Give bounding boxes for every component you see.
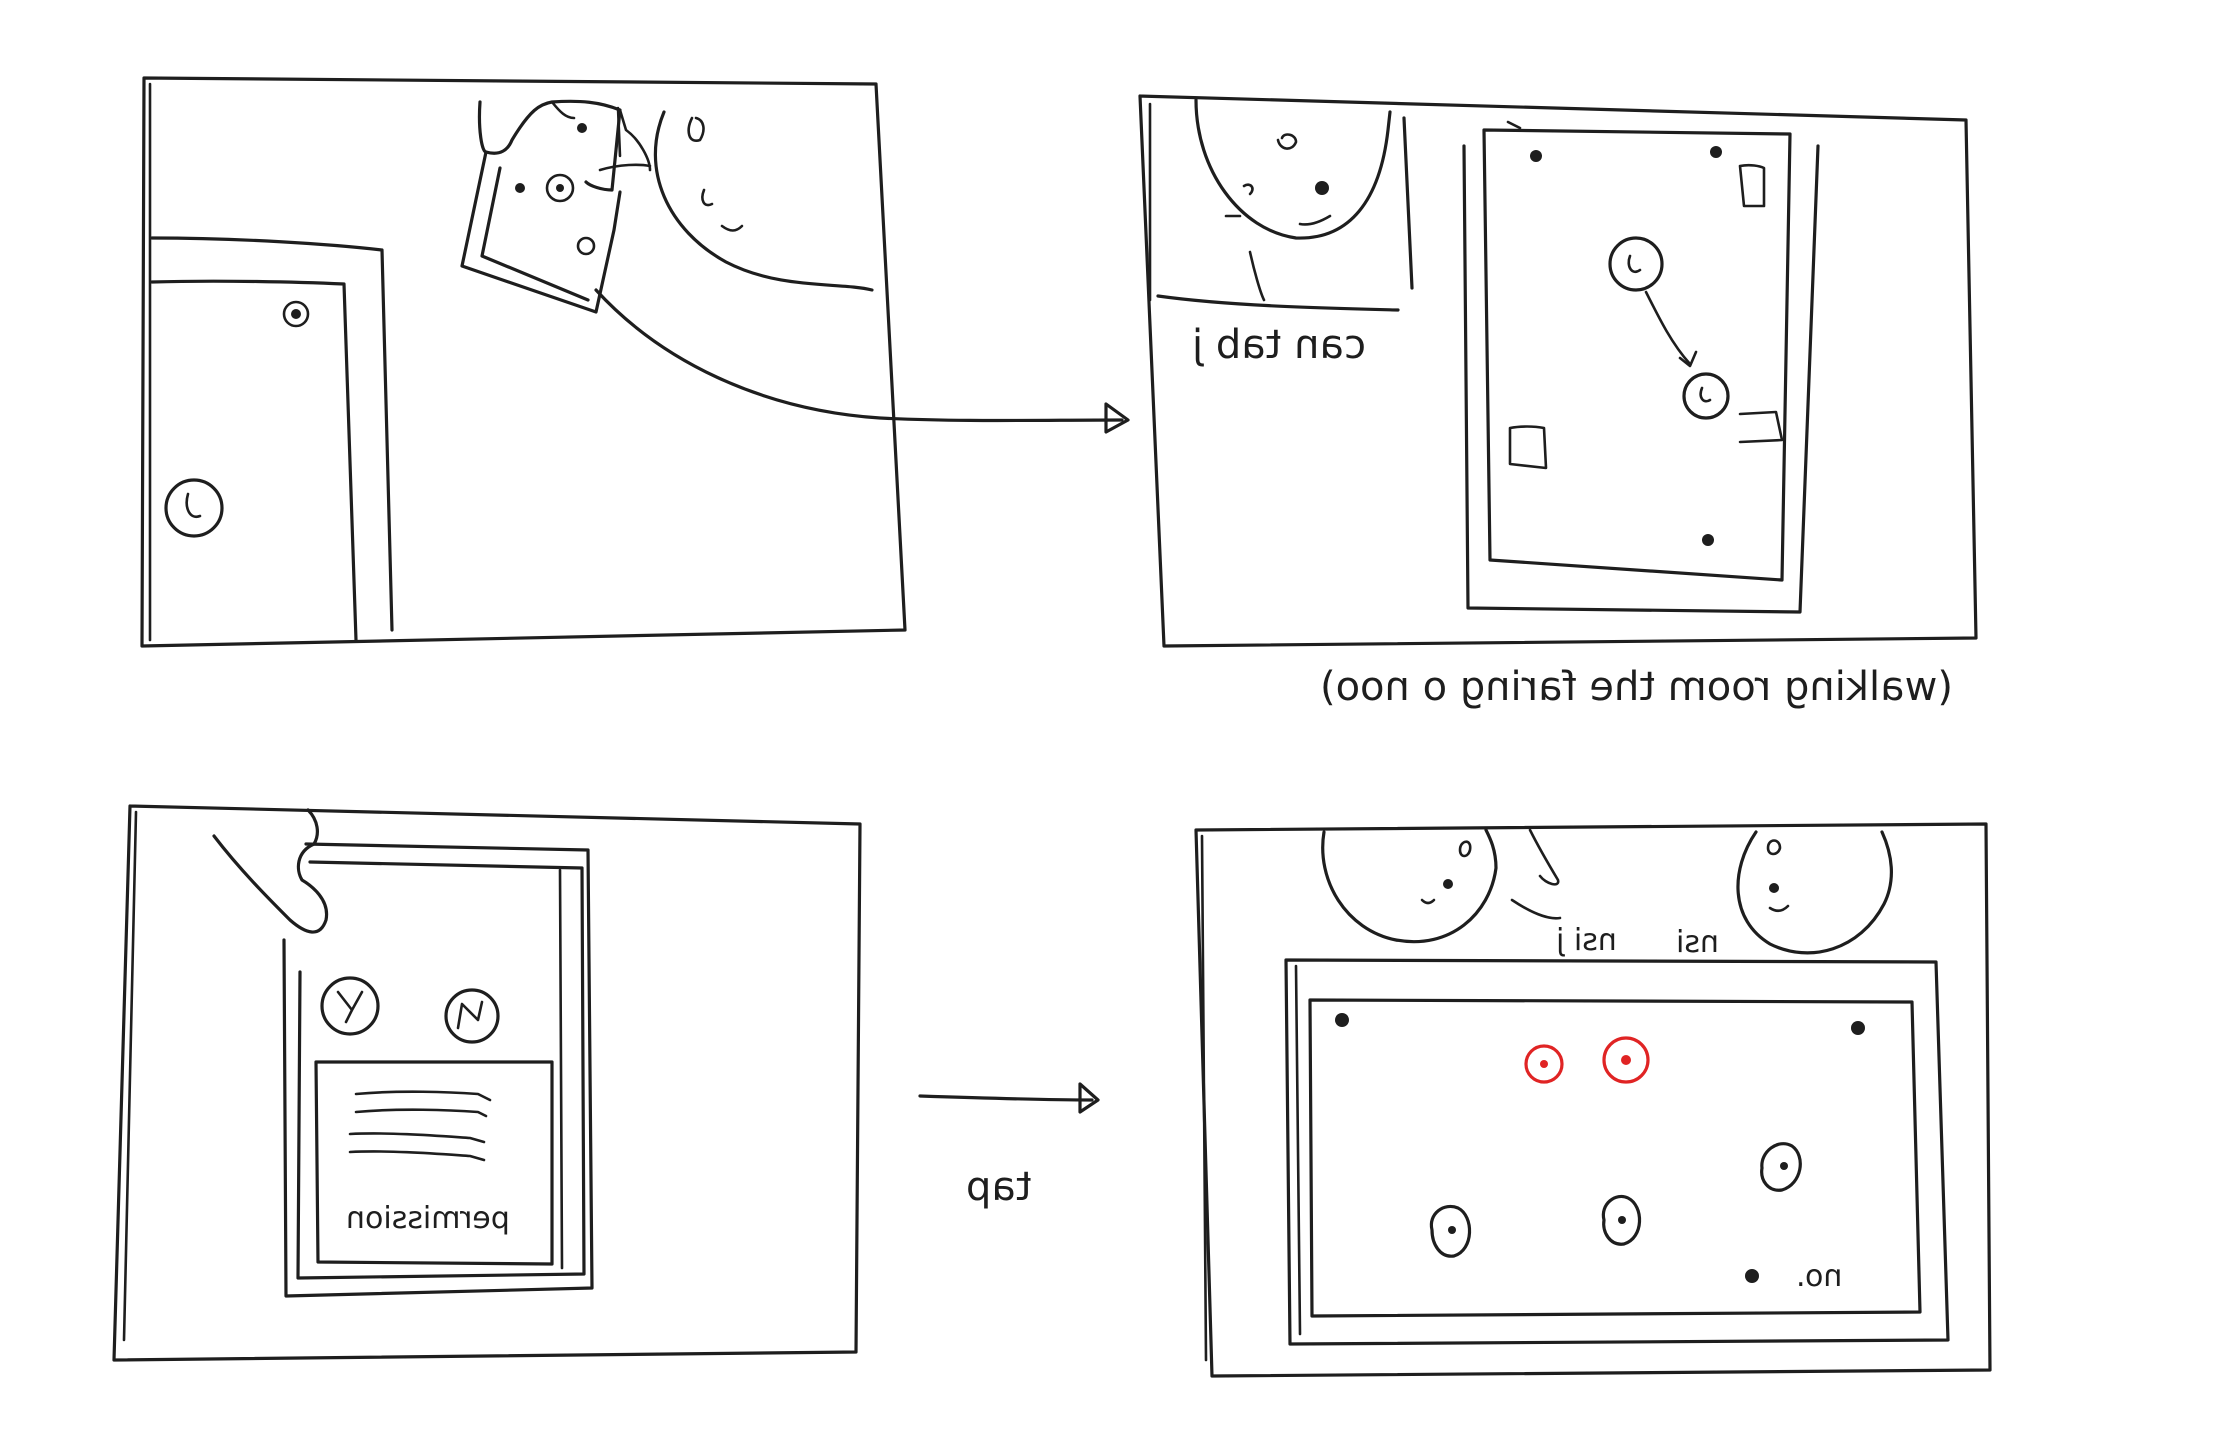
face-icon: nsi j	[1321, 828, 1617, 958]
tablet-icon	[460, 123, 622, 314]
panel-2-caption: can tab j	[1192, 322, 1366, 368]
document-icon: permission	[314, 1060, 554, 1266]
panel-2-note: (walking room the faring o noo)	[1320, 664, 1953, 710]
arrow-2-label: tap	[966, 1164, 1032, 1210]
coin-icon	[1429, 1204, 1472, 1258]
arrow-1	[594, 288, 1130, 434]
coin-icon	[164, 478, 224, 538]
right-face-label: nsi	[1676, 925, 1719, 960]
corner-label: no.	[1796, 1259, 1842, 1294]
highlighted-coin-icon	[1602, 1036, 1650, 1084]
coin-icon	[1608, 236, 1664, 292]
panel-4: nsi j nsi no.	[1194, 822, 1992, 1378]
door-icon	[150, 236, 394, 642]
coin-icon	[320, 976, 380, 1036]
panel-1	[140, 76, 907, 648]
tablet-icon	[1462, 120, 1820, 614]
highlighted-coin-icon	[1524, 1044, 1564, 1084]
coin-icon	[1760, 1142, 1802, 1192]
arrow-2: tap	[918, 1082, 1100, 1210]
coin-icon	[1682, 372, 1730, 420]
left-face-label: nsi j	[1556, 923, 1617, 958]
tablet-icon	[282, 842, 594, 1298]
face-icon	[1194, 98, 1414, 302]
face-icon	[616, 106, 874, 292]
coin-icon	[1601, 1194, 1642, 1246]
hand-icon	[477, 99, 652, 192]
document-caption: permission	[346, 1201, 510, 1236]
panel-3: permission	[112, 804, 862, 1362]
face-icon: nsi	[1676, 830, 1893, 960]
hand-icon	[212, 808, 329, 934]
panel-2: can tab j	[1138, 94, 1978, 648]
tablet-icon: no.	[1284, 958, 1950, 1346]
coin-icon	[444, 988, 500, 1044]
